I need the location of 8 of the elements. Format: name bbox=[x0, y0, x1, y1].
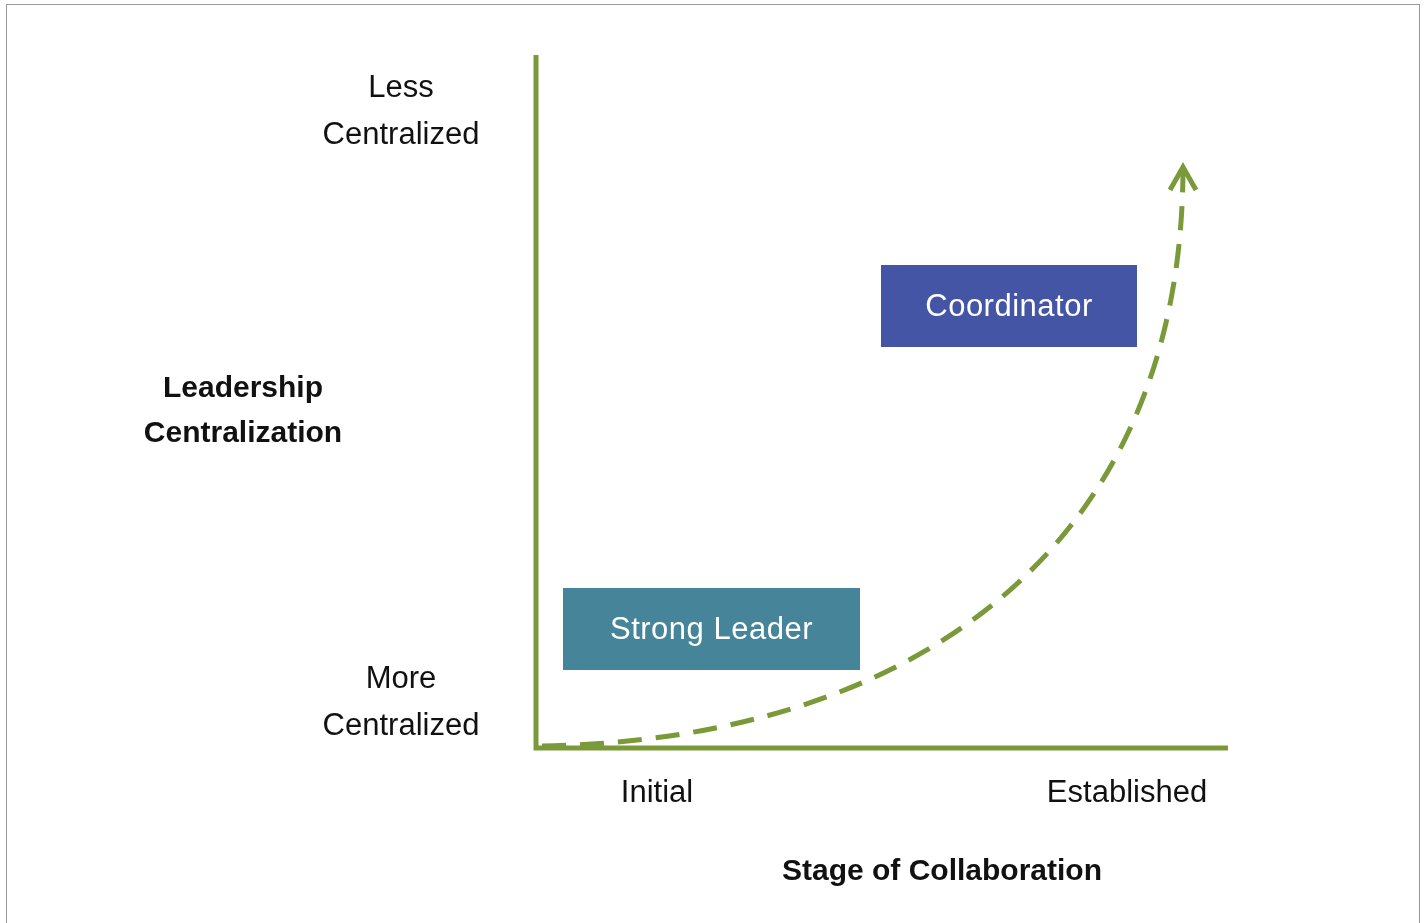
axis-title: Leadership Centralization bbox=[142, 369, 344, 450]
stage-box: Strong Leader bbox=[563, 588, 860, 670]
axis-end-label: Established bbox=[1045, 773, 1209, 811]
axis-end-label: More Centralized bbox=[321, 659, 481, 744]
axis-title: Stage of Collaboration bbox=[781, 852, 1103, 888]
axis-end-label: Initial bbox=[619, 773, 695, 811]
stage-box: Coordinator bbox=[881, 265, 1137, 347]
axis-end-label: Less Centralized bbox=[321, 68, 481, 153]
